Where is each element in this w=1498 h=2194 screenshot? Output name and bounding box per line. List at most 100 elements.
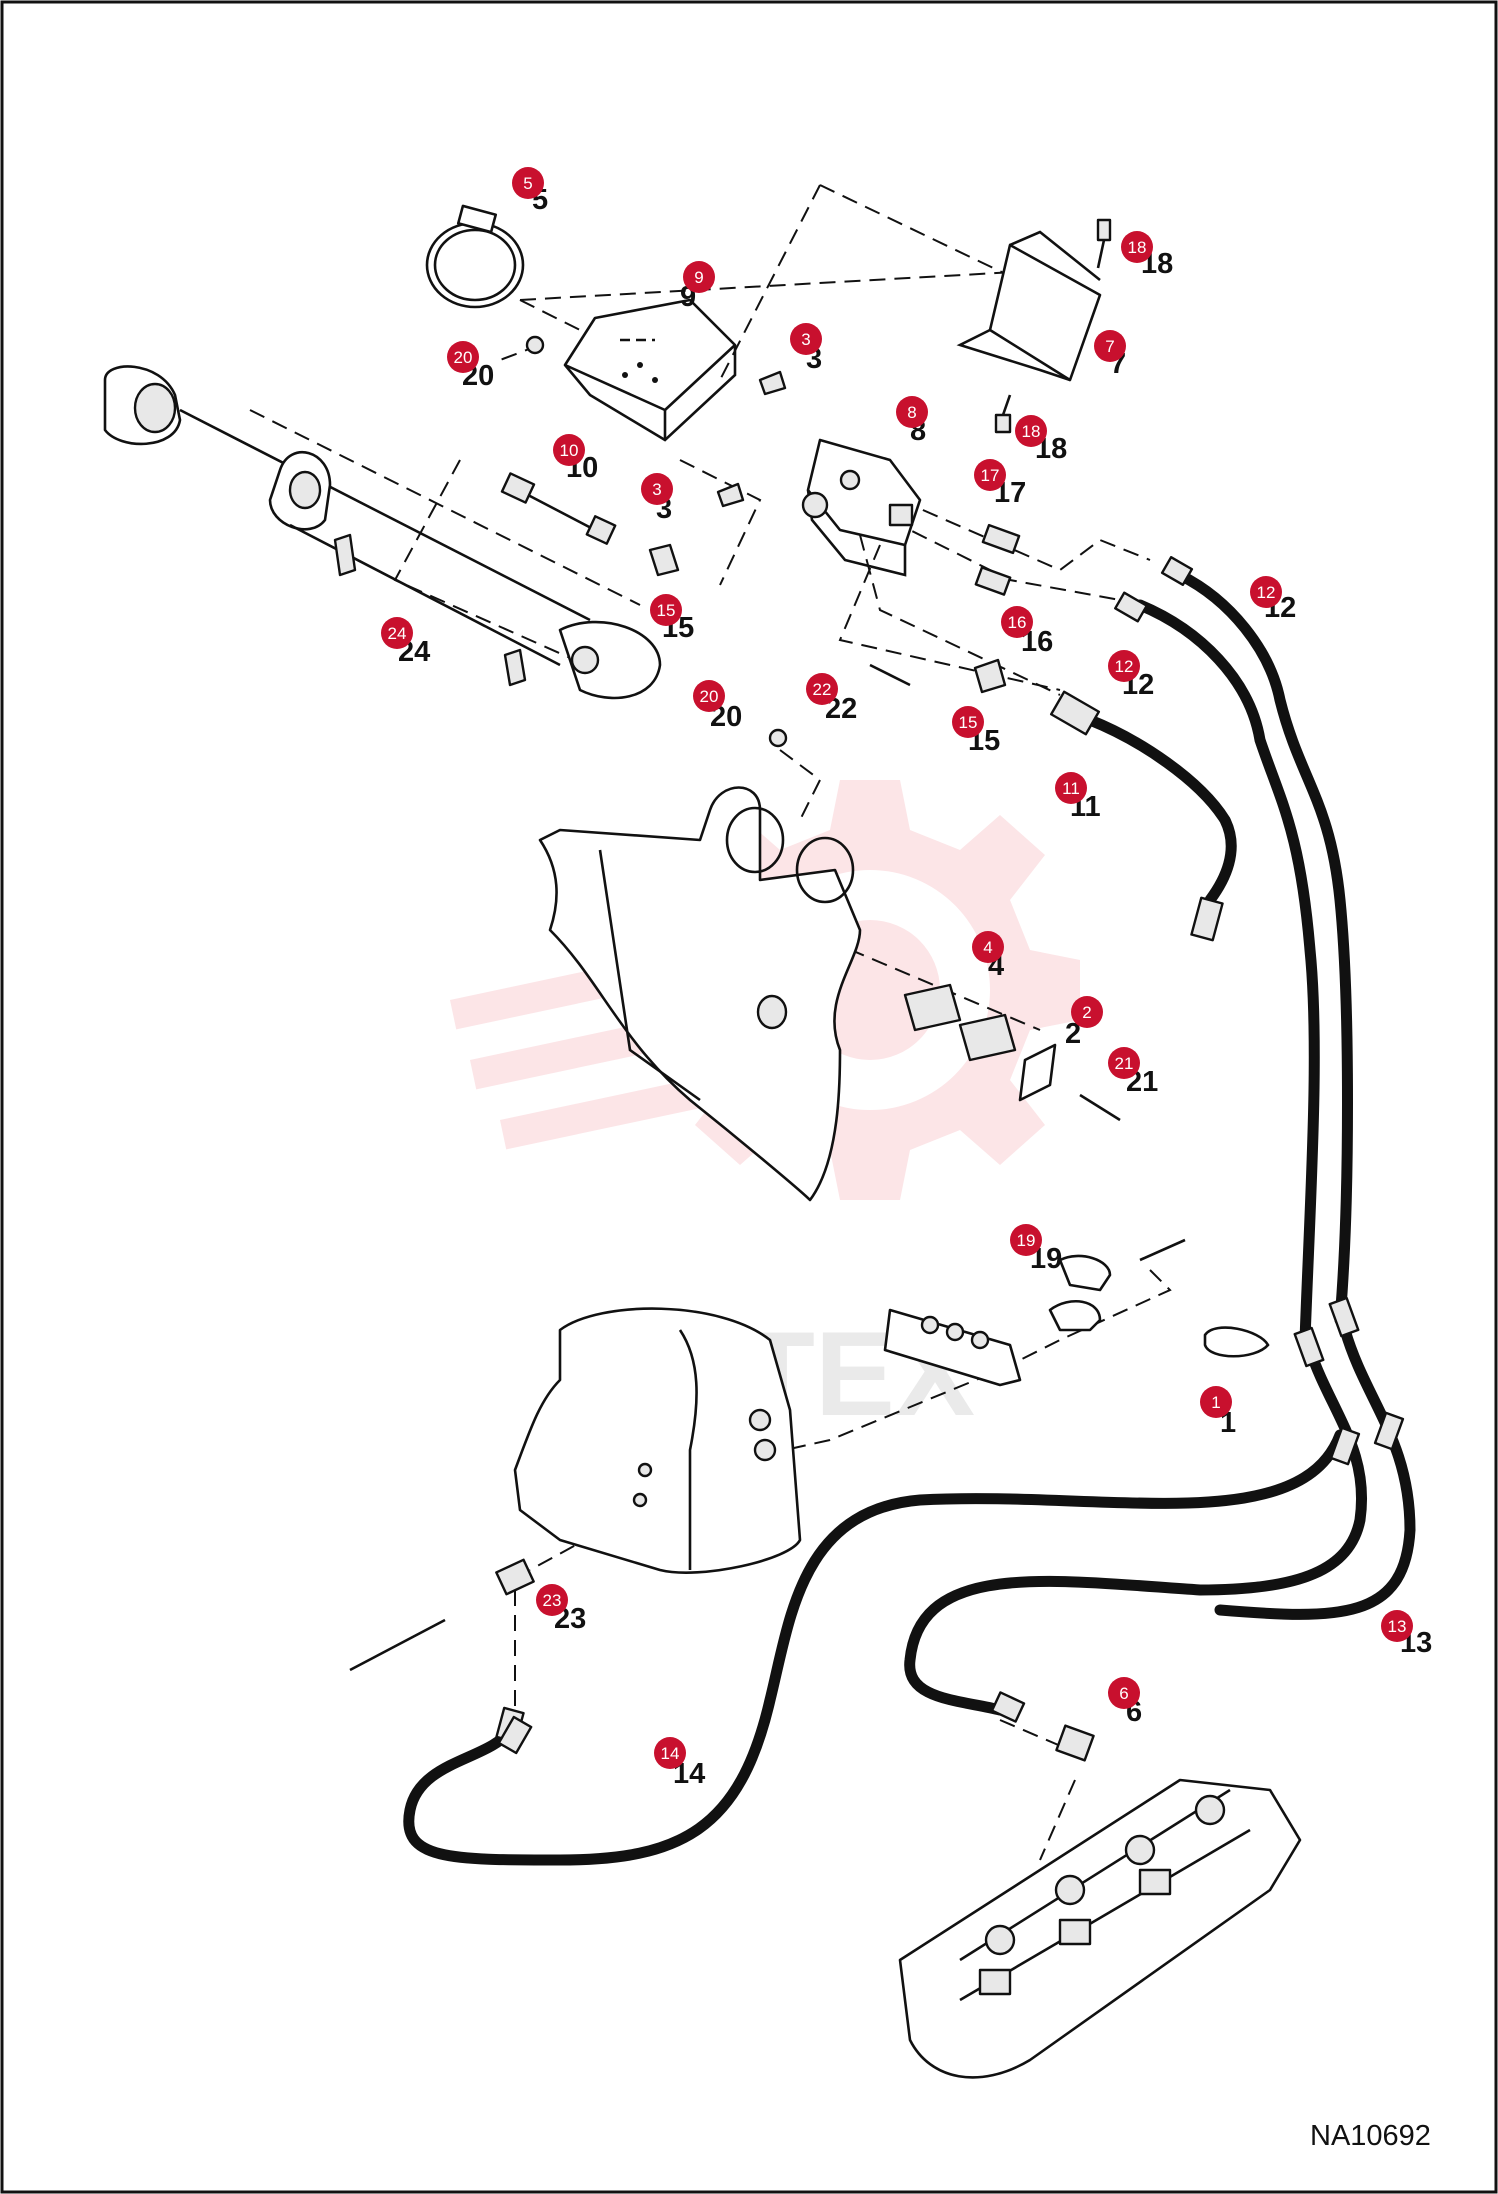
part-20-nut-lower	[768, 728, 788, 748]
callout-9: 99	[680, 261, 715, 313]
callout-badge	[1121, 231, 1153, 263]
part-3-bolts	[716, 370, 787, 508]
callout-badge	[952, 706, 984, 738]
callout-badge-number: 20	[454, 348, 473, 367]
part-1-cable-tie	[1203, 1326, 1270, 1358]
callout-badge	[1001, 606, 1033, 638]
callout-badge	[1108, 1677, 1140, 1709]
callout-5: 55	[512, 167, 548, 216]
part-10-bolt	[500, 472, 617, 545]
part-23-fitting	[349, 1558, 535, 1672]
callout-badge	[1108, 650, 1140, 682]
callout-badge	[1015, 415, 1047, 447]
callout-badge	[1250, 576, 1282, 608]
part-8-valve-block	[801, 438, 922, 577]
callout-badge	[806, 673, 838, 705]
callout-badge-number: 13	[1388, 1617, 1407, 1636]
callout-badge-number: 5	[523, 174, 532, 193]
callout-badge-number: 18	[1128, 238, 1147, 257]
callout-badge	[1381, 1610, 1413, 1642]
callout-badge-number: 11	[1062, 779, 1080, 798]
callout-4: 44	[972, 931, 1004, 982]
callout-badge-number: 21	[1115, 1054, 1134, 1073]
callout-badge-number: 12	[1115, 657, 1134, 676]
callout-badge-number: 15	[657, 601, 676, 620]
part-15-fittings	[648, 543, 1007, 694]
callout-badge-number: 3	[801, 330, 810, 349]
callout-badge-number: 20	[700, 687, 719, 706]
callout-badge	[650, 594, 682, 626]
part-number-label: 2	[1065, 1018, 1081, 1050]
callout-badge-number: 12	[1257, 583, 1276, 602]
part-17-16-fittings	[974, 523, 1021, 596]
callout-6: 66	[1108, 1677, 1142, 1728]
drawing-number: NA10692	[1310, 2120, 1431, 2152]
part-18-screws	[994, 218, 1112, 434]
callout-badge	[1071, 996, 1103, 1028]
hydraulic-hoses	[403, 569, 1416, 1866]
callout-3: 33	[790, 323, 822, 375]
callout-badge	[553, 434, 585, 466]
callout-badge-number: 2	[1082, 1003, 1091, 1022]
callout-badge	[536, 1584, 568, 1616]
part-24-cylinder	[103, 365, 662, 700]
part-6-fitting	[1055, 1724, 1095, 1762]
callout-1: 11	[1200, 1386, 1236, 1439]
callout-badge	[447, 341, 479, 373]
part-22-bolt	[869, 663, 911, 687]
part-7-cover	[956, 230, 1102, 382]
callout-badge-number: 7	[1105, 337, 1114, 356]
callout-badge	[1010, 1224, 1042, 1256]
callout-2: 22	[1065, 996, 1103, 1050]
callout-3: 33	[641, 473, 673, 525]
callout-badge-number: 17	[981, 466, 1000, 485]
callout-badge-number: 8	[907, 403, 916, 422]
callout-badge	[1055, 772, 1087, 804]
callout-badge	[1094, 330, 1126, 362]
callout-badge	[512, 167, 544, 199]
callout-badge	[790, 323, 822, 355]
callout-badge-number: 22	[813, 680, 832, 699]
callout-badge-number: 4	[983, 938, 992, 957]
part-4-2-21-hardware	[903, 983, 1121, 1122]
callout-badge	[974, 459, 1006, 491]
part-20-nut	[525, 335, 545, 355]
callout-badge-number: 9	[694, 268, 703, 287]
callout-badge-number: 14	[661, 1744, 680, 1763]
callout-badge	[1200, 1386, 1232, 1418]
callout-badge-number: 15	[959, 713, 978, 732]
callout-badge-number: 24	[388, 624, 407, 643]
callout-badge-number: 23	[543, 1591, 562, 1610]
callout-badge-number: 10	[560, 441, 579, 460]
pump-housing	[513, 1307, 802, 1574]
callout-8: 88	[896, 396, 928, 447]
callout-badge-number: 19	[1017, 1231, 1036, 1250]
callout-badge	[1108, 1047, 1140, 1079]
callout-badge	[972, 931, 1004, 963]
callout-badge-number: 16	[1008, 613, 1027, 632]
callout-badge	[381, 617, 413, 649]
callout-badge-number: 1	[1211, 1393, 1220, 1412]
hose-fittings	[495, 556, 1405, 1755]
part-19-clamp-block	[883, 1238, 1186, 1387]
control-valve	[898, 1778, 1302, 2079]
